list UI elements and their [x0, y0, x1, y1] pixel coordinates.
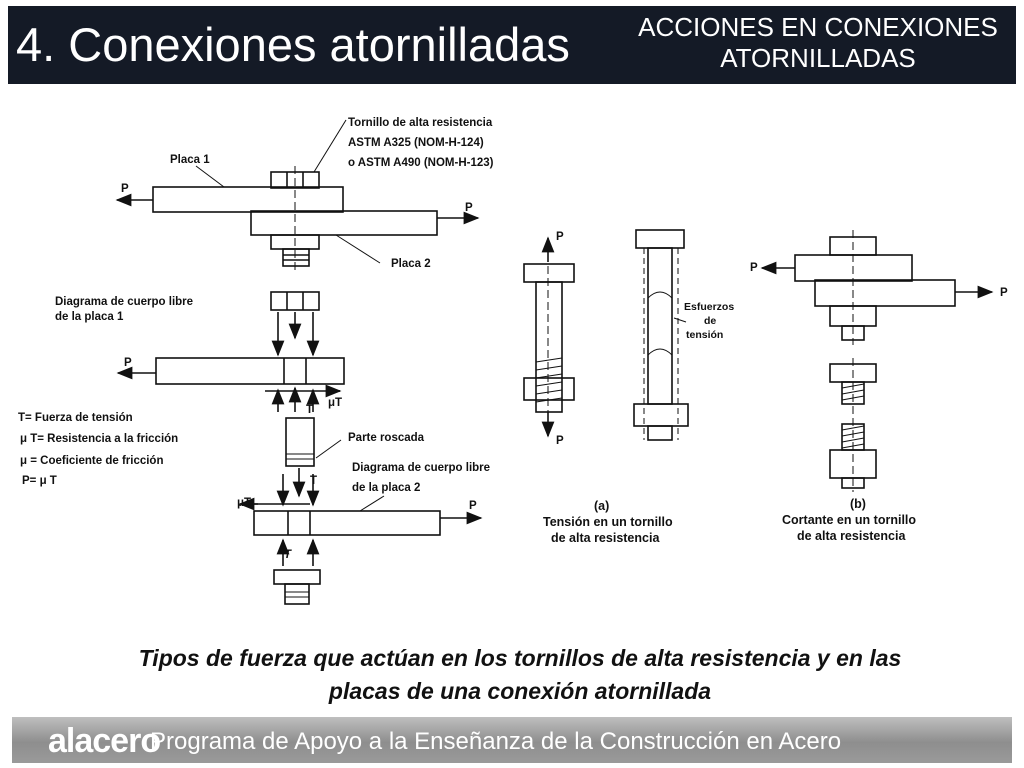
footer-program-text: Programa de Apoyo a la Enseñanza de la C… — [150, 728, 842, 755]
fbd1-plate — [155, 357, 345, 385]
fbd2-plate — [253, 510, 441, 536]
fbd2-title-2: de la placa 2 — [352, 482, 420, 494]
force-label-left: P — [121, 183, 129, 195]
fbd-plate-2 — [238, 474, 483, 605]
threaded-part — [285, 417, 342, 498]
esfuerzos-label-3: tensión — [686, 329, 723, 341]
placa-2-label: Placa 2 — [391, 258, 431, 270]
esfuerzos-label-1: Esfuerzos — [684, 301, 734, 313]
caption-line-1: Tipos de fuerza que actúan en los tornil… — [138, 645, 902, 671]
fbd2-t-bottom-label: T — [284, 549, 292, 561]
fbd1-title-1: Diagrama de cuerpo libre — [55, 296, 193, 308]
caption-b-2: de alta resistencia — [797, 529, 906, 543]
fbd-plate-1 — [116, 291, 345, 412]
page-title: 4. Conexiones atornilladas — [16, 18, 570, 71]
shear-force-left: P — [750, 262, 758, 274]
fbd1-title-2: de la placa 1 — [55, 311, 124, 323]
fbd1-force-label: P — [124, 357, 132, 369]
legend-line-2: μ T= Resistencia a la fricción — [20, 433, 178, 445]
tension-force-top: P — [556, 231, 564, 243]
bolt-spec-label-3: o ASTM A490 (NOM-H-123) — [348, 157, 494, 169]
caption-b-1: Cortante en un tornillo — [782, 513, 916, 527]
shear-force-right: P — [1000, 287, 1008, 299]
legend-line-1: T= Fuerza de tensión — [18, 412, 133, 424]
fbd2-mut-label: μT — [237, 497, 251, 509]
fbd2-force-label: P — [469, 500, 477, 512]
header-bar: 4. Conexiones atornilladas ACCIONES EN C… — [8, 6, 1016, 84]
bolt-tension-figure — [523, 229, 689, 441]
fbd1-t-label: T — [306, 404, 313, 416]
section-subtitle: ACCIONES EN CONEXIONES ATORNILLADAS — [620, 12, 1016, 74]
legend-line-4: P= μ T — [22, 475, 57, 487]
tension-force-bottom: P — [556, 435, 564, 447]
subtitle-line-2: ATORNILLADAS — [720, 43, 916, 73]
fbd2-title-1: Diagrama de cuerpo libre — [352, 462, 490, 474]
caption-a-2: de alta resistencia — [551, 531, 660, 545]
legend-line-3: μ = Coeficiente de fricción — [20, 455, 163, 467]
main-connection — [115, 119, 480, 270]
fbd2-t-label: T — [310, 475, 317, 487]
plate-2 — [250, 210, 438, 236]
figure-caption: Tipos de fuerza que actúan en los tornil… — [60, 642, 980, 708]
force-label-right: P — [465, 202, 473, 214]
bolt-shear-figure — [760, 230, 994, 492]
bolt-connection-diagram: Tornillo de alta resistencia ASTM A325 (… — [18, 117, 1008, 605]
subtitle-line-1: ACCIONES EN CONEXIONES — [638, 12, 998, 42]
caption-line-2: placas de una conexión atornillada — [328, 678, 712, 704]
fbd1-mut-label: μT — [328, 397, 342, 409]
plate-1 — [152, 186, 344, 213]
footer-bar: alacero Programa de Apoyo a la Enseñanza… — [12, 717, 1012, 763]
bolt-spec-label-2: ASTM A325 (NOM-H-124) — [348, 137, 484, 149]
label-b: (b) — [850, 497, 866, 511]
alacero-logo: alacero — [48, 722, 161, 760]
placa-1-label: Placa 1 — [170, 154, 210, 166]
label-a: (a) — [594, 499, 609, 513]
bolt-spec-label-1: Tornillo de alta resistencia — [348, 117, 493, 129]
parte-roscada-label: Parte roscada — [348, 432, 425, 444]
esfuerzos-label-2: de — [704, 315, 716, 327]
caption-a-1: Tensión en un tornillo — [543, 515, 673, 529]
